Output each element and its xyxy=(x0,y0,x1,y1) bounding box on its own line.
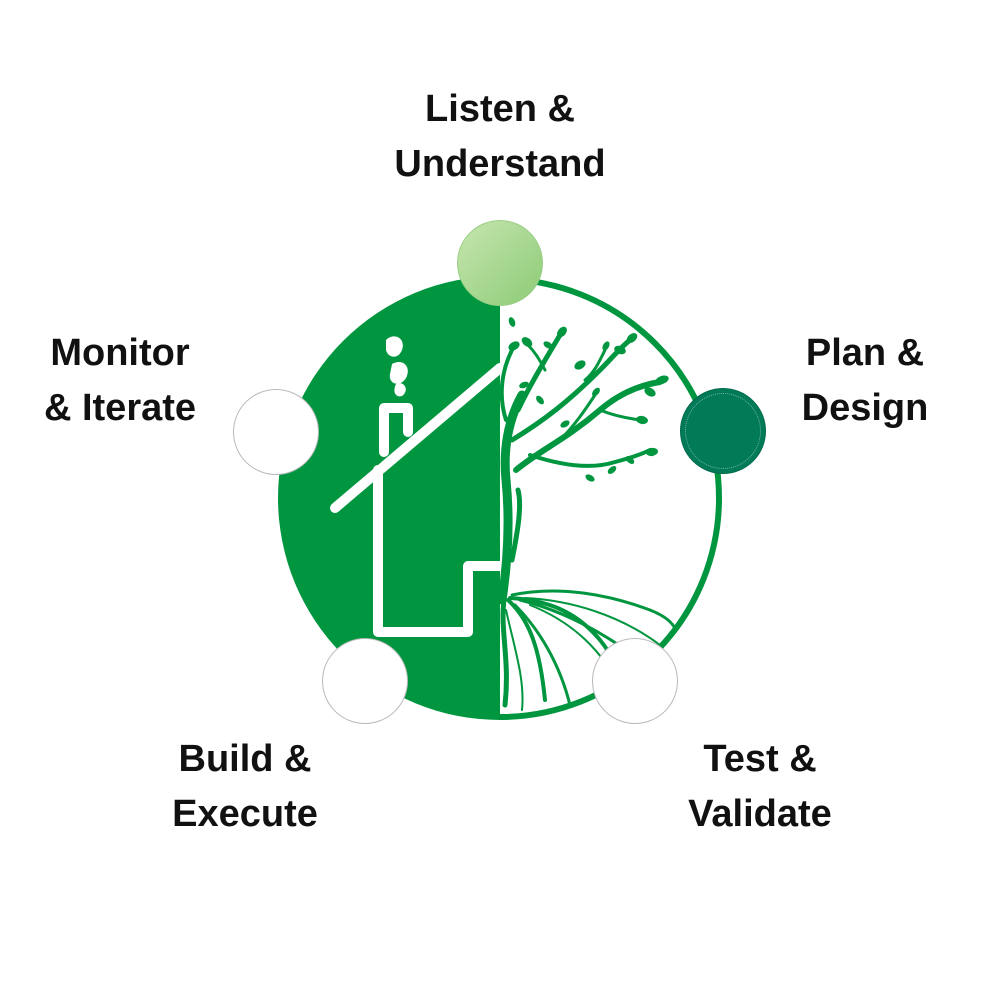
label-test-validate: Test & Validate xyxy=(650,732,870,842)
label-line-1: Plan & xyxy=(805,332,925,374)
label-line-2: Validate xyxy=(688,793,832,835)
label-listen-understand: Listen & Understand xyxy=(350,82,650,192)
node-plan-design[interactable] xyxy=(680,388,766,474)
logo-left-half xyxy=(278,276,500,720)
leaves-icon xyxy=(508,317,669,482)
tree-icon xyxy=(497,332,678,711)
label-line-1: Build & xyxy=(178,738,312,780)
label-line-1: Test & xyxy=(703,738,817,780)
label-line-2: Understand xyxy=(394,143,606,185)
label-plan-design: Plan & Design xyxy=(770,326,960,436)
house-icon xyxy=(330,363,505,637)
label-line-2: Execute xyxy=(172,793,318,835)
node-test-validate[interactable] xyxy=(592,638,678,724)
label-line-1: Monitor xyxy=(50,332,190,374)
label-build-execute: Build & Execute xyxy=(135,732,355,842)
node-listen-understand[interactable] xyxy=(457,220,543,306)
label-monitor-iterate: Monitor & Iterate xyxy=(20,326,220,436)
label-line-1: Listen & xyxy=(425,88,575,130)
smoke-icon xyxy=(386,336,408,397)
node-build-execute[interactable] xyxy=(322,638,408,724)
label-line-2: Design xyxy=(801,387,929,429)
node-monitor-iterate[interactable] xyxy=(233,389,319,475)
label-line-2: & Iterate xyxy=(43,387,197,429)
